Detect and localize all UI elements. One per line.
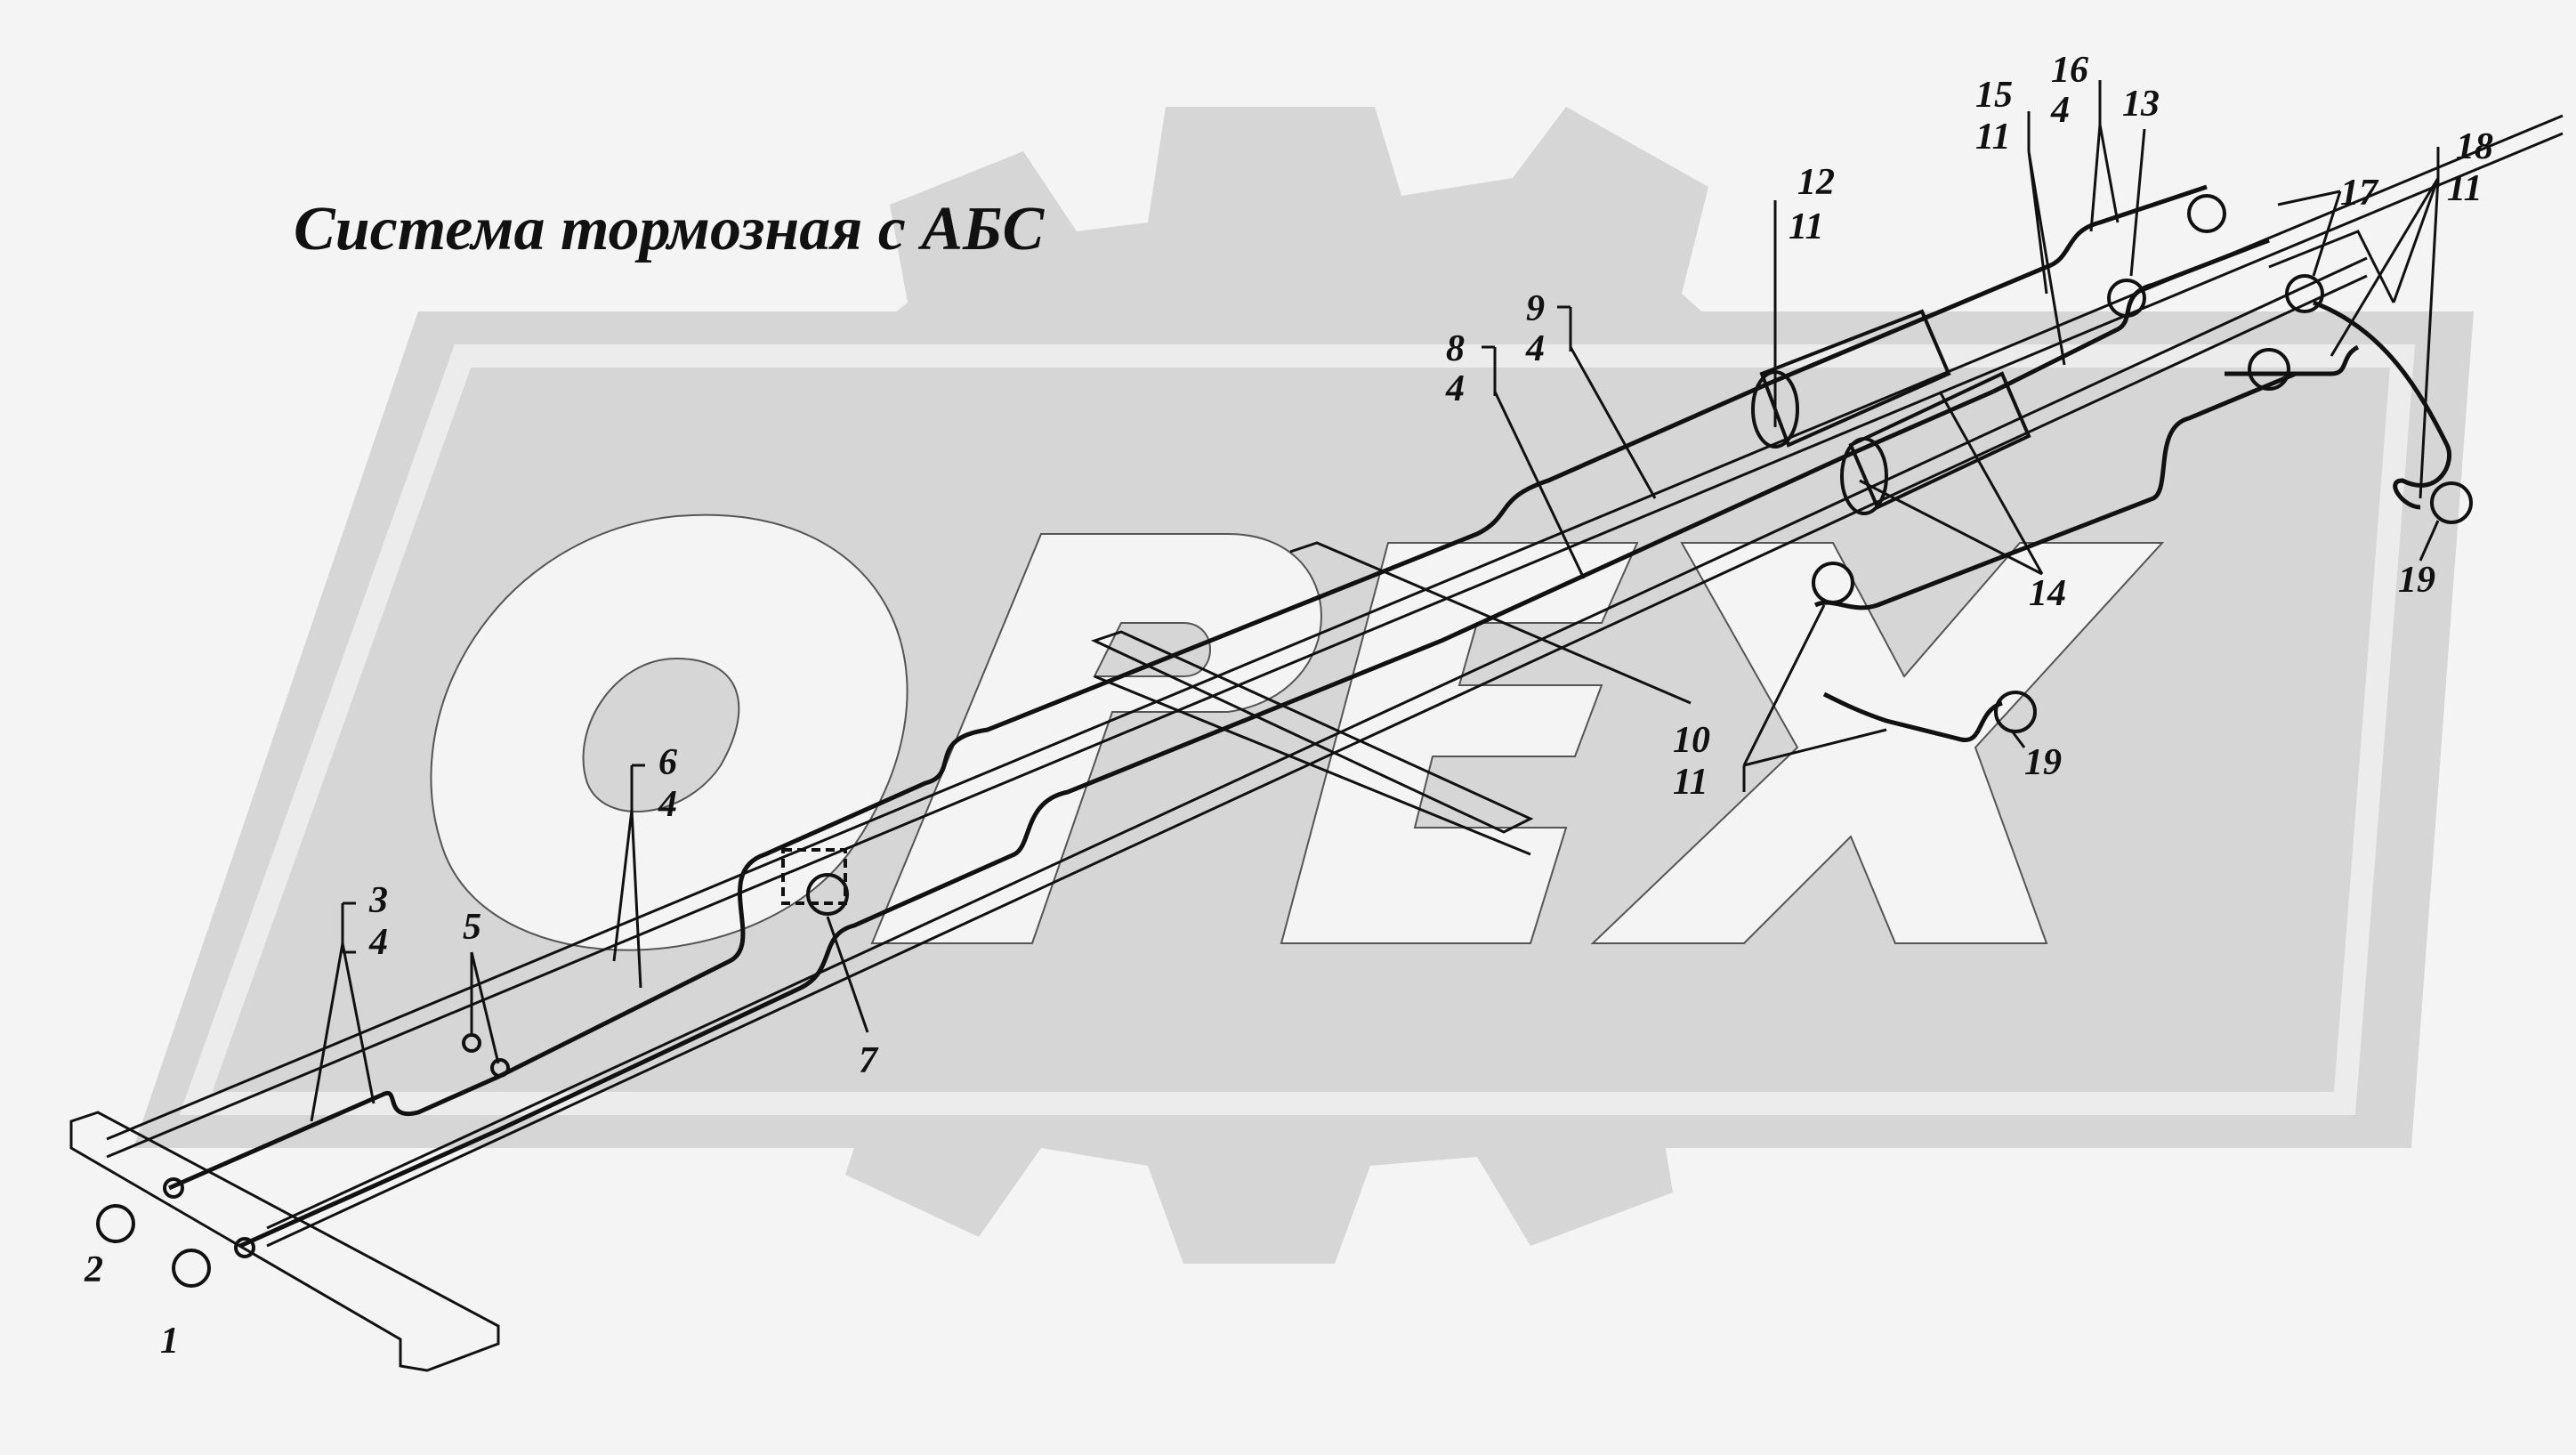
coupling-head-2 (96, 1204, 135, 1243)
callout-16: 16 (2051, 50, 2088, 91)
leader-18-11 (2330, 147, 2440, 499)
leader-15-11 (2027, 111, 2066, 366)
leader-5 (470, 951, 500, 1064)
callout-4e: 4 (2050, 90, 2070, 131)
watermark-letter-o (430, 513, 908, 951)
callout-1: 1 (160, 1321, 179, 1362)
callout-11c: 11 (2447, 168, 2483, 209)
brake-line-rear-right (2313, 300, 2452, 510)
callout-8: 8 (1446, 328, 1465, 369)
connector-2 (163, 1177, 184, 1199)
valve-7-bracket (781, 848, 847, 905)
callout-15: 15 (1975, 75, 2013, 116)
leader-10-11 (1742, 604, 1887, 792)
callout-18: 18 (2456, 126, 2493, 167)
callout-6: 6 (658, 742, 677, 783)
callout-14: 14 (2029, 573, 2066, 614)
valve-17b (2285, 274, 2324, 313)
brake-lines (167, 184, 2452, 1249)
watermark-plate-frame (179, 344, 2416, 1115)
connector-1 (234, 1237, 255, 1258)
leader-6-4 (612, 764, 645, 989)
leader-19b (2009, 729, 2026, 748)
callout-13: 13 (2122, 84, 2160, 125)
leader-14 (1859, 391, 2044, 576)
callout-11b: 11 (1975, 117, 2011, 158)
callouts: 1 2 3 4 5 6 4 7 8 4 9 4 12 11 15 11 16 4… (84, 50, 2493, 1362)
callout-5: 5 (463, 907, 481, 948)
callout-17: 17 (2340, 173, 2379, 214)
callout-9: 9 (1526, 288, 1545, 329)
sensor-19a (2430, 481, 2473, 524)
brake-line-second (238, 389, 1995, 1249)
callout-19a: 19 (2398, 560, 2435, 601)
chassis-frame (69, 114, 2564, 1372)
callout-4b: 4 (658, 784, 677, 825)
watermark-letter-e (1280, 542, 1639, 944)
brake-line-main (167, 380, 1773, 1191)
leader-13 (2129, 128, 2146, 277)
frame-rail-right-lower (266, 274, 2368, 1248)
sensor-10 (1812, 562, 1854, 604)
components (96, 194, 2473, 1288)
callout-11a: 11 (1789, 206, 1824, 247)
callout-19b: 19 (2024, 742, 2062, 783)
frame-rail-left-lower (106, 132, 2564, 1159)
leader-7 (826, 916, 869, 1033)
brake-line-lower (1822, 691, 2003, 743)
cross-member-3 (1289, 541, 1692, 705)
callout-12: 12 (1797, 162, 1835, 203)
front-cross-member (69, 1111, 500, 1372)
leader-19a (2419, 520, 2440, 562)
leader-3-4 (310, 901, 375, 1122)
leader-16-4 (2089, 80, 2120, 232)
callout-4d: 4 (1525, 328, 1545, 369)
air-tank-lower-end (1840, 437, 1888, 515)
sensor-19b (1994, 691, 2037, 733)
watermark-letter-x (1590, 542, 2165, 944)
callout-10: 10 (1673, 720, 1710, 761)
watermark-letters (430, 513, 2165, 951)
leader-8-4 (1482, 345, 1586, 579)
callout-2: 2 (84, 1249, 103, 1290)
callout-11d: 11 (1673, 762, 1708, 803)
callout-3: 3 (368, 880, 388, 921)
brake-line-rear-1 (1770, 184, 2208, 385)
leader-9-4 (1557, 305, 1657, 499)
frame-rail-right-upper (266, 256, 2368, 1230)
callout-4c: 4 (1445, 368, 1465, 409)
diagram-title: Система тормозная с АБС (294, 195, 1045, 263)
chamber-rear-1 (2248, 348, 2290, 391)
callout-4a: 4 (368, 922, 388, 963)
leader-17 (2277, 190, 2342, 277)
coupling-head-1 (172, 1249, 211, 1288)
valve-17a (2187, 194, 2226, 233)
cross-member-2 (1094, 675, 1531, 856)
callout-7: 7 (859, 1040, 879, 1081)
clamp-5b (490, 1058, 510, 1078)
brake-line-rear-2 (1991, 238, 2270, 394)
cross-member-4 (2268, 230, 2395, 303)
valve-13 (2107, 279, 2146, 318)
air-tank-upper (1759, 309, 1951, 448)
leader-lines (310, 80, 2440, 1122)
brake-line-rear-mid (2225, 344, 2360, 376)
cross-member-1 (1090, 630, 1534, 834)
